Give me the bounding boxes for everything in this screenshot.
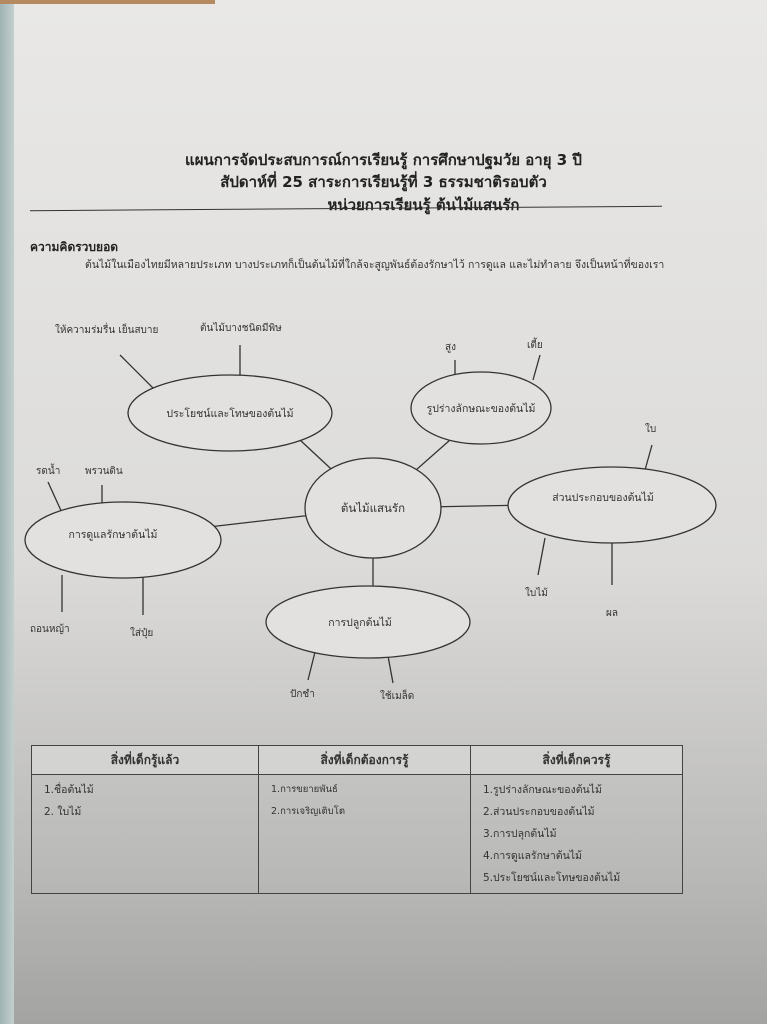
title-line-2: สัปดาห์ที่ 25 สาระการเรียนรู้ที่ 3 ธรรมช… xyxy=(220,173,547,191)
background-strip xyxy=(0,0,215,4)
connector xyxy=(387,655,394,684)
node-benefit xyxy=(127,374,333,452)
leaf-label: รดน้ำ xyxy=(36,463,60,477)
center-label: ต้นไม้แสนรัก xyxy=(341,501,405,515)
concept-text: ต้นไม้ในเมืองไทยมีหลายประเภท บางประเภทก็… xyxy=(85,259,665,271)
leaf-label: เตี้ย xyxy=(527,337,543,351)
connector xyxy=(307,651,316,681)
title-line-1: แผนการจัดประสบการณ์การเรียนรู้ การศึกษาป… xyxy=(185,151,582,169)
list-item: 2.การเจริญเติบโต xyxy=(271,806,345,817)
leaf-label: ปักชำ xyxy=(290,689,315,700)
node-care xyxy=(24,501,222,579)
table-cell-should: 1.รูปร่างลักษณะของต้นไม้ 2.ส่วนประกอบของ… xyxy=(470,774,683,894)
table-header: สิ่งที่เด็กรู้แล้ว xyxy=(31,745,259,775)
node-label: การดูแลรักษาต้นไม้ xyxy=(69,528,158,541)
node-label: รูปร่างลักษณะของต้นไม้ xyxy=(427,402,536,415)
connector xyxy=(532,354,541,381)
list-item: 2.ส่วนประกอบของต้นไม้ xyxy=(483,806,595,818)
list-item: 1.การขยายพันธ์ xyxy=(271,784,338,795)
node-label: ประโยชน์และโทษของต้นไม้ xyxy=(166,407,293,420)
list-item: 4.การดูแลรักษาต้นไม้ xyxy=(483,850,582,862)
connector xyxy=(537,537,546,576)
table-header: สิ่งที่เด็กต้องการรู้ xyxy=(258,745,471,775)
connector xyxy=(47,481,64,516)
leaf-label: ต้นไม้บางชนิดมีพิษ xyxy=(200,322,282,334)
table-cell-want: 1.การขยายพันธ์ 2.การเจริญเติบโต xyxy=(258,774,471,894)
node-parts xyxy=(507,466,717,544)
leaf-label: ใส่ปุ๋ย xyxy=(130,627,153,639)
node-shape xyxy=(410,371,552,445)
list-item: 1.รูปร่างลักษณะของต้นไม้ xyxy=(483,784,602,796)
leaf-label: ให้ความร่มรื่น เย็นสบาย xyxy=(55,322,158,336)
list-item: 3.การปลุกต้นไม้ xyxy=(483,828,557,840)
leaf-label: สูง xyxy=(445,342,456,353)
title-line-3: หน่วยการเรียนรู้ ต้นไม้แสนรัก xyxy=(327,196,520,214)
table-cell-known: 1.ชื่อต้นไม้ 2. ใบไม้ xyxy=(31,774,259,894)
leaf-label: ใช้เมล็ด xyxy=(380,688,414,702)
list-item: 5.ประโยชน์และโทษของต้นไม้ xyxy=(483,872,621,884)
node-label: การปลูกต้นไม้ xyxy=(328,616,392,629)
leaf-label: ถอนหญ้า xyxy=(30,623,70,635)
concept-heading: ความคิดรวบยอด xyxy=(30,240,119,254)
leaf-label: ใบ xyxy=(645,423,656,435)
leaf-label: ใบไม้ xyxy=(525,587,548,599)
node-label: ส่วนประกอบของต้นไม้ xyxy=(552,491,654,504)
leaf-label: ผล xyxy=(606,608,618,619)
connector xyxy=(644,444,653,471)
node-center xyxy=(304,457,442,559)
list-item: 1.ชื่อต้นไม้ xyxy=(44,784,94,796)
leaf-label: พรวนดิน xyxy=(85,466,123,477)
list-item: 2. ใบไม้ xyxy=(44,806,82,818)
background-edge xyxy=(0,0,16,1024)
table-header: สิ่งที่เด็กควรรู้ xyxy=(470,745,683,775)
knowledge-table: สิ่งที่เด็กรู้แล้ว สิ่งที่เด็กต้องการรู้… xyxy=(31,745,683,894)
node-plant xyxy=(265,585,471,659)
